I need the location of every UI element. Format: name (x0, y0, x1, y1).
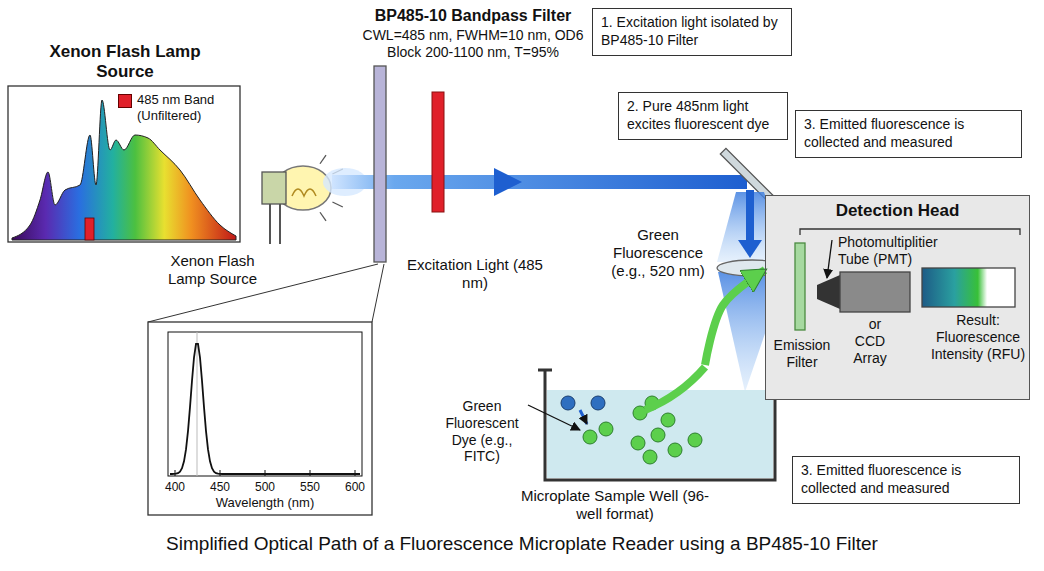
callout-text: 3. Emitted fluorescence is collected and… (804, 116, 1013, 151)
ccd-label: CCD Array (845, 333, 895, 367)
pmt-label: Photomultiplitier Tube (PMT) (838, 234, 960, 268)
microplate-well-drawing (561, 396, 702, 464)
detection-head-drawing (922, 268, 1015, 307)
microplate-well-drawing (545, 370, 775, 480)
callout-box: 1. Excitation light isolated by BP485-10… (592, 8, 792, 56)
microplate-well-drawing (645, 367, 705, 410)
legend-swatch (118, 94, 132, 108)
microplate-well-drawing (538, 369, 782, 372)
xenon-lamp (320, 155, 326, 164)
xenon-lamp (320, 212, 326, 221)
filter-specs: CWL=485 nm, FWHM=10 nm, OD6 Block 200-11… (362, 27, 584, 61)
xenon-lamp (262, 155, 349, 244)
filter-inset-plot (355, 470, 356, 476)
filter-inset-plot (148, 322, 372, 515)
axis-tick: 450 (205, 480, 235, 494)
mirror-and-lens (738, 240, 762, 258)
callout-text: 3. Emitted fluorescence is collected and… (801, 462, 1011, 497)
microplate-well-drawing (528, 405, 580, 430)
detection-head-drawing (827, 240, 832, 278)
figure-caption: Simplified Optical Path of a Fluorescenc… (0, 533, 1044, 556)
legend: 485 nm Band (Unfiltered) (118, 92, 232, 123)
microplate-well: Microplate Sample Well (96-well format) (540, 365, 790, 485)
panel-title: Detection Head (766, 201, 1029, 221)
filter-inset-plot (265, 470, 266, 476)
microplate-well-drawing (688, 433, 702, 447)
legend-text: 485 nm Band (Unfiltered) (137, 92, 232, 123)
xenon-lamp (292, 189, 316, 196)
excitation-beam (332, 175, 747, 189)
microplate-well-drawing (661, 413, 675, 427)
microplate-well-drawing (591, 396, 605, 410)
axis-title: Wavelength (nm) (195, 495, 335, 511)
beam-label: Excitation Light (485 nm) (400, 256, 550, 292)
fluorescence-arrow (705, 270, 765, 365)
filter-name: BP485-10 Bandpass Filter (362, 6, 584, 25)
fluorescence-label: Green Fluorescence (e.g., 520 nm) (603, 226, 713, 280)
emission-filter-label: Emission Filter (766, 337, 838, 371)
filter-inset-plot (310, 470, 311, 476)
xenon-lamp (262, 172, 286, 204)
bandpass-filter-plate (372, 264, 384, 322)
spectrum-plot (8, 86, 240, 242)
detection-head-drawing (817, 275, 840, 309)
microplate-well-drawing (643, 450, 657, 464)
microplate-well-drawing (668, 443, 682, 457)
microplate-well-drawing (580, 410, 587, 424)
dye-label: Green Fluorescent Dye (e.g., FITC) (432, 398, 532, 465)
callout-box: 3. Emitted fluorescence is collected and… (792, 456, 1020, 504)
filter-inset-plot (148, 322, 372, 515)
detection-head-drawing (795, 243, 805, 330)
callout-box: 2. Pure 485nm light excites fluorescent … (618, 92, 788, 140)
axis-tick: 400 (160, 480, 190, 494)
legend-entry: 485 nm Band (Unfiltered) (118, 92, 232, 123)
section-heading: Xenon Flash Lamp Source (30, 42, 220, 83)
microplate-well-drawing (528, 367, 782, 480)
axis-tick: 550 (295, 480, 325, 494)
result-label: Result: Fluorescence Intensity (RFU) (930, 312, 1026, 362)
callout-box: 3. Emitted fluorescence is collected and… (795, 110, 1022, 158)
filter-inset-plot (170, 344, 360, 474)
spectrum-plot (85, 218, 94, 240)
callout-text: 1. Excitation light isolated by BP485-10… (601, 14, 783, 49)
filter-inset-plot (168, 332, 362, 476)
xenon-lamp (332, 202, 342, 207)
callout-text: 2. Pure 485nm light excites fluorescent … (627, 98, 779, 133)
excitation-beam (432, 92, 444, 212)
microplate-well-drawing (583, 430, 597, 444)
axis-tick: 600 (340, 480, 370, 494)
detection-head-drawing (840, 272, 910, 312)
or-label: or (855, 316, 895, 333)
mirror-and-lens (746, 190, 754, 242)
spectrum-plot (8, 86, 240, 242)
filter-inset-plot (175, 470, 355, 476)
detection-head-drawing (765, 195, 1030, 400)
microplate-well-drawing (651, 428, 665, 442)
xenon-lamp (279, 204, 281, 244)
well-label: Microplate Sample Well (96-well format) (510, 487, 720, 523)
lamp-label: Xenon Flash Lamp Source (150, 252, 275, 288)
axis-tick: 500 (250, 480, 280, 494)
microplate-well-drawing (561, 396, 575, 410)
filter-inset-plot (197, 332, 198, 476)
microplate-well-drawing (599, 422, 613, 436)
excitation-beam (494, 168, 522, 196)
spectrum-plot (12, 100, 236, 240)
detection-head-drawing (765, 195, 1030, 400)
bandpass-filter-plate (374, 66, 386, 262)
microplate-well-drawing (631, 436, 645, 450)
xenon-lamp (269, 204, 271, 244)
